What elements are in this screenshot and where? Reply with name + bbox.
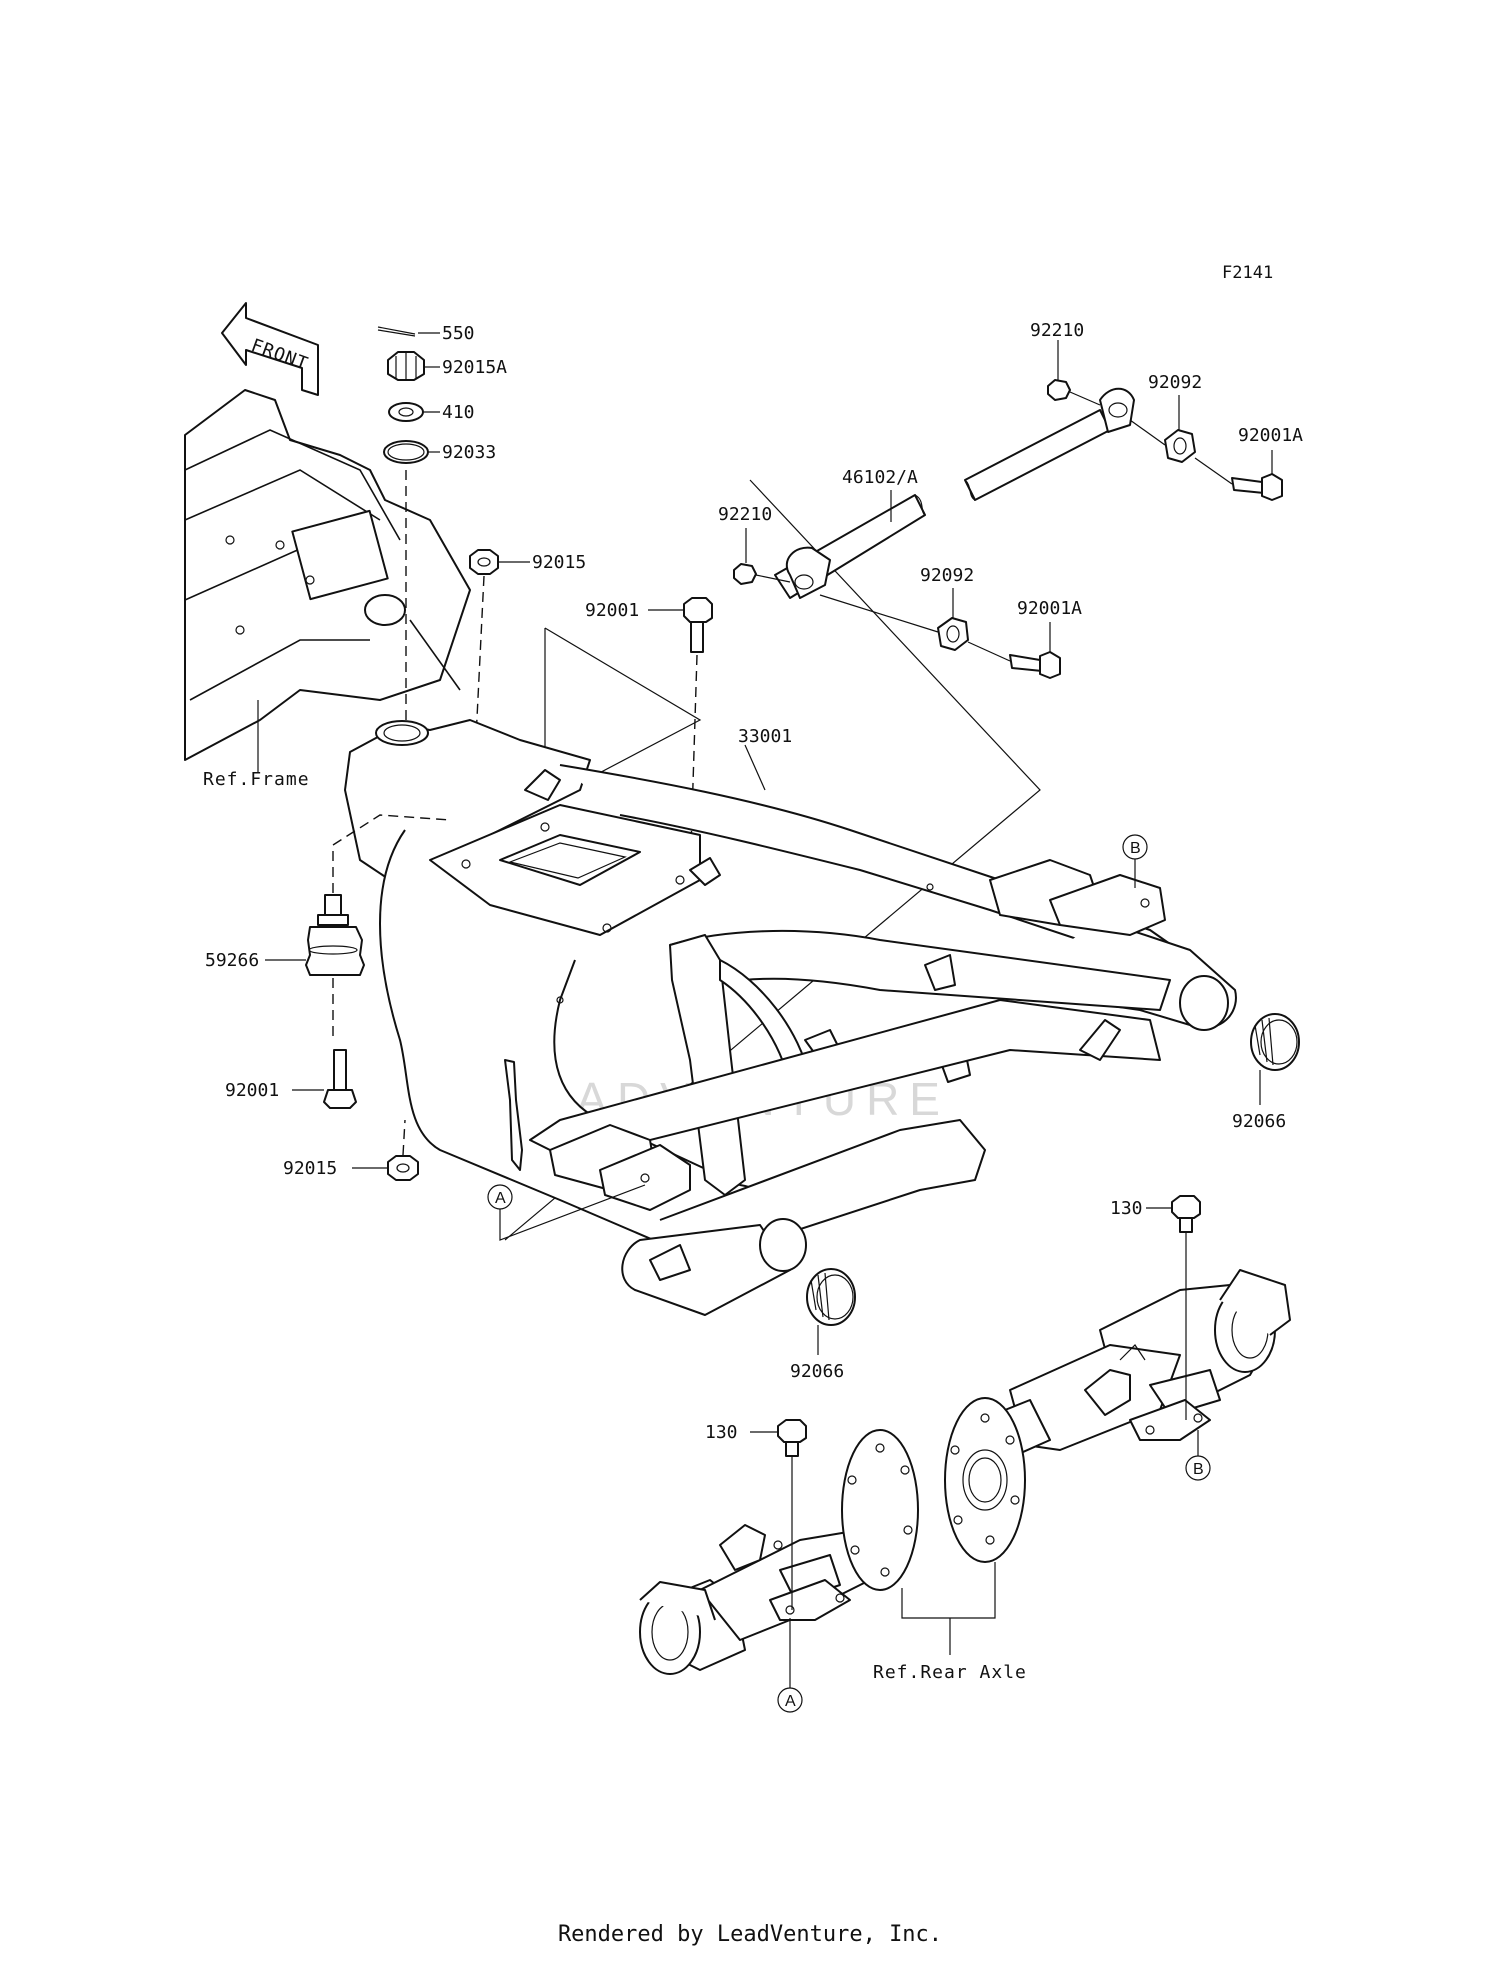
part-label-92015-bottom: 92015 (283, 1158, 337, 1179)
ref-frame-drawing (184, 389, 471, 761)
nut-92015-top (469, 549, 499, 575)
bolt-92001-top (683, 597, 713, 653)
part-label-92015-top: 92015 (532, 552, 586, 573)
rear-axle-hub (944, 1397, 1051, 1563)
collar-92210-top (1047, 379, 1071, 401)
part-label-92015A: 92015A (442, 357, 507, 378)
ref-frame-label: Ref.Frame (203, 769, 310, 790)
part-label-33001: 33001 (738, 726, 792, 747)
torque-rod-46102A (774, 387, 1135, 599)
end-cap-92066-right (1250, 1013, 1300, 1071)
part-label-92001A-top: 92001A (1238, 425, 1303, 446)
part-label-46102A: 46102/A (842, 467, 918, 488)
cotter-pin-550 (377, 326, 416, 337)
part-label-550: 550 (442, 323, 475, 344)
rubber-mount-59266 (305, 894, 365, 976)
bolt-92001A-top (1231, 473, 1283, 501)
bolt-92001-left (323, 1049, 357, 1109)
rear-axle-housing-right (1009, 1269, 1291, 1451)
part-label-92066-bottom: 92066 (790, 1361, 844, 1382)
swingarm-frame-33001 (344, 719, 1237, 1316)
part-label-92001-top: 92001 (585, 600, 639, 621)
bolt-130-right (1171, 1195, 1201, 1233)
nut-92015-bottom (387, 1155, 419, 1181)
bushing-92092-top (1164, 429, 1196, 463)
circlip-92033 (383, 440, 429, 464)
part-label-92001-left: 92001 (225, 1080, 279, 1101)
bolt-92001A-mid (1009, 651, 1061, 679)
ref-rear-axle-label: Ref.Rear Axle (873, 1662, 1027, 1683)
rear-axle-housing-left (639, 1429, 919, 1675)
marker-a-axle-text: A (785, 1693, 796, 1710)
marker-b-axle (1185, 1455, 1211, 1481)
part-label-92210-top: 92210 (1030, 320, 1084, 341)
marker-b-axle-text: B (1193, 1461, 1204, 1478)
collar-92210-left (733, 563, 757, 585)
marker-a-frame-text: A (495, 1190, 506, 1207)
diagram-code: F2141 (1222, 263, 1273, 283)
bolt-130-left (777, 1419, 807, 1457)
part-label-92066-right: 92066 (1232, 1111, 1286, 1132)
footer-credit: Rendered by LeadVenture, Inc. (557, 1922, 943, 1947)
part-label-92092-top: 92092 (1148, 372, 1202, 393)
marker-a-axle (777, 1687, 803, 1713)
part-label-92033: 92033 (442, 442, 496, 463)
part-label-410: 410 (442, 402, 475, 423)
part-label-130-left: 130 (705, 1422, 738, 1443)
bushing-92092-mid (937, 617, 969, 651)
castle-nut-92015A (387, 351, 425, 381)
marker-b-frame-text: B (1130, 840, 1141, 857)
end-cap-92066-bottom (806, 1268, 856, 1326)
part-label-92092-mid: 92092 (920, 565, 974, 586)
washer-410 (388, 402, 424, 422)
part-label-92210-left: 92210 (718, 504, 772, 525)
front-arrow-icon: FRONT (221, 302, 319, 396)
part-label-59266: 59266 (205, 950, 259, 971)
part-label-130-right: 130 (1110, 1198, 1143, 1219)
part-label-92001A-mid: 92001A (1017, 598, 1082, 619)
